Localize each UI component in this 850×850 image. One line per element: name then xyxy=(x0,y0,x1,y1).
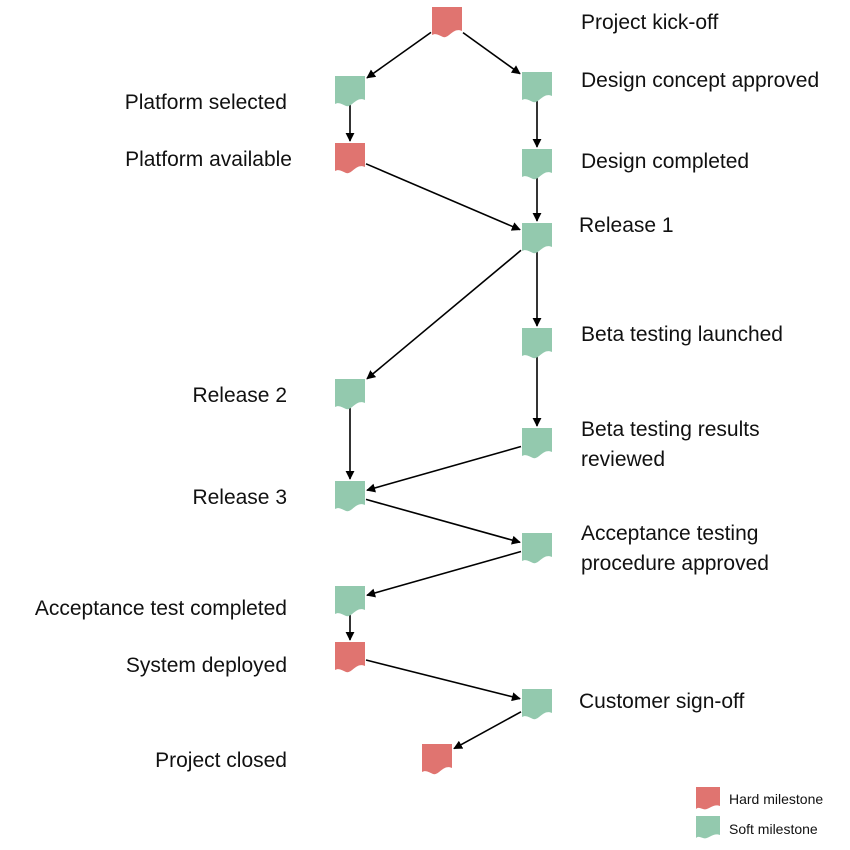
milestone-label-kickoff: Project kick-off xyxy=(581,11,718,34)
milestone-label-line: Beta testing results xyxy=(581,418,760,441)
milestone-label-line: Beta testing launched xyxy=(581,323,783,346)
milestone-label-line: Platform selected xyxy=(125,91,287,114)
milestone-soft-signoff xyxy=(522,689,552,720)
legend-label-soft: Soft milestone xyxy=(729,821,818,837)
arrow-platform_available-to-release1 xyxy=(365,163,521,231)
milestone-label-design-concept: Design concept approved xyxy=(581,69,819,92)
milestone-label-line: System deployed xyxy=(126,654,287,677)
milestone-label-signoff: Customer sign-off xyxy=(579,690,745,713)
milestone-label-platform-selected: Platform selected xyxy=(125,91,287,114)
milestone-soft-beta-results xyxy=(522,428,552,459)
milestone-hard-deployed xyxy=(335,642,365,673)
milestone-soft-acceptance-proc xyxy=(522,533,552,564)
milestone-hard-kickoff xyxy=(432,7,462,38)
milestone-soft-acceptance-done xyxy=(335,586,365,617)
milestone-label-release3: Release 3 xyxy=(192,486,287,509)
arrow-deployed-to-signoff xyxy=(365,659,521,702)
legend-swatch-hard xyxy=(696,787,720,810)
milestone-label-line: reviewed xyxy=(581,448,665,471)
milestone-label-line: Platform available xyxy=(125,148,292,171)
milestone-label-acceptance-proc: Acceptance testing procedure approved xyxy=(581,522,769,575)
milestone-label-line: Customer sign-off xyxy=(579,690,745,713)
arrow-release1-to-release2 xyxy=(366,249,522,380)
milestone-label-line: Project closed xyxy=(155,749,287,772)
nodes-layer xyxy=(335,7,552,775)
milestone-label-line: Design concept approved xyxy=(581,69,819,92)
milestone-label-line: Project kick-off xyxy=(581,11,718,34)
milestone-soft-design-concept xyxy=(522,72,552,103)
milestone-soft-release2 xyxy=(335,379,365,410)
milestone-soft-release3 xyxy=(335,481,365,512)
legend-label-hard: Hard milestone xyxy=(729,791,823,807)
arrow-beta_results-to-release3 xyxy=(366,445,522,493)
milestone-soft-platform-selected xyxy=(335,76,365,107)
milestone-label-release1: Release 1 xyxy=(579,214,674,237)
arrow-release3-to-acceptance_proc xyxy=(365,498,521,545)
milestone-label-line: procedure approved xyxy=(581,552,769,575)
milestone-hard-closed xyxy=(422,744,452,775)
milestone-label-design-completed: Design completed xyxy=(581,150,749,173)
milestone-label-line: Release 3 xyxy=(192,486,287,509)
milestone-label-closed: Project closed xyxy=(155,749,287,772)
milestone-label-line: Release 1 xyxy=(579,214,674,237)
milestone-hard-platform-available xyxy=(335,143,365,174)
milestone-soft-design-completed xyxy=(522,149,552,180)
milestone-label-line: Release 2 xyxy=(192,384,287,407)
milestone-label-line: Acceptance test completed xyxy=(35,597,287,620)
milestone-label-platform-available: Platform available xyxy=(125,148,292,171)
legend-swatch-soft xyxy=(696,816,720,839)
arrow-signoff-to-closed xyxy=(453,711,522,750)
milestone-label-line: Design completed xyxy=(581,150,749,173)
milestone-label-deployed: System deployed xyxy=(126,654,287,677)
milestone-soft-beta-launched xyxy=(522,328,552,359)
edges-layer xyxy=(345,31,542,750)
arrow-kickoff-to-platform_selected xyxy=(366,31,432,79)
milestone-label-beta-results: Beta testing results reviewed xyxy=(581,418,760,471)
milestone-label-acceptance-done: Acceptance test completed xyxy=(35,597,287,620)
milestone-soft-release1 xyxy=(522,223,552,254)
milestone-label-beta-launched: Beta testing launched xyxy=(581,323,783,346)
arrow-kickoff-to-design_concept xyxy=(462,31,521,75)
milestone-label-release2: Release 2 xyxy=(192,384,287,407)
arrow-acceptance_proc-to-acceptance_done xyxy=(366,550,522,598)
milestone-label-line: Acceptance testing xyxy=(581,522,758,545)
